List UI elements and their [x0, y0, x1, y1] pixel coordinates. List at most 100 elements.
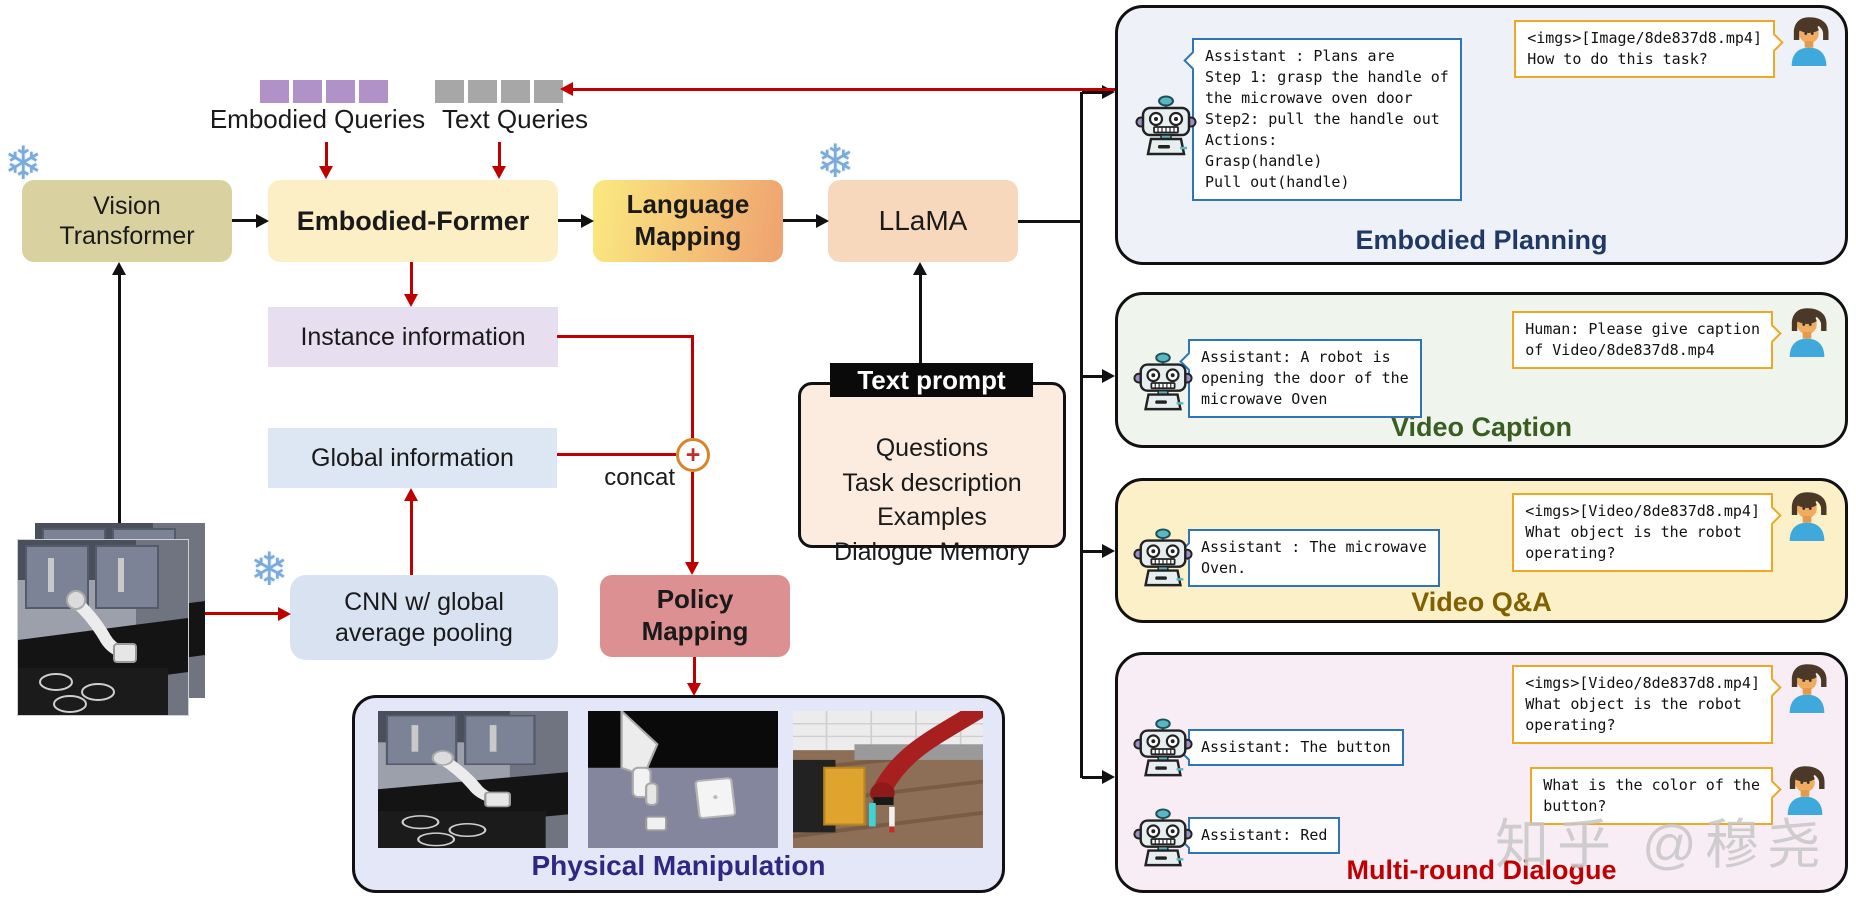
arrowhead	[256, 214, 269, 228]
policy-mapping-box: Policy Mapping	[600, 575, 790, 657]
video-caption-panel: Human: Please give caption of Video/8de8…	[1115, 292, 1848, 448]
vision-transformer-box: Vision Transformer	[22, 180, 232, 262]
concat-label: concat	[604, 464, 675, 491]
assistant-message-bubble: Assistant : The microwave Oven.	[1188, 529, 1440, 587]
arrowhead	[913, 262, 927, 275]
panel-title: Multi-round Dialogue	[1346, 855, 1617, 885]
cnn-global-pooling-box: CNN w/ global average pooling	[290, 575, 558, 660]
embodied-query-token	[359, 80, 388, 103]
text-query-token	[534, 80, 563, 103]
arrowhead	[1102, 770, 1115, 784]
line-global-to-concat	[557, 453, 676, 456]
text-query-token	[435, 80, 464, 103]
arrowhead	[319, 166, 333, 179]
multi-round-dialogue-panel: <imgs>[Video/8de837d8.mp4] What object i…	[1115, 652, 1848, 893]
text-prompt-box: Questions Task description Examples Dial…	[798, 382, 1066, 566]
robot-icon	[1135, 95, 1197, 156]
arrowhead	[278, 607, 291, 621]
feedback-line-to-text-queries	[570, 88, 1115, 91]
person-avatar-icon	[1789, 492, 1827, 541]
assistant-message-bubble: Assistant : Plans are Step 1: grasp the …	[1192, 38, 1462, 201]
robot-icon	[1133, 528, 1193, 587]
arrowhead	[1102, 544, 1115, 558]
snowflake-icon: ❄	[4, 137, 43, 189]
line-llama-to-branch	[1018, 220, 1082, 223]
video-qa-panel: <imgs>[Video/8de837d8.mp4] What object i…	[1115, 478, 1848, 623]
panel-title: Embodied Planning	[1355, 225, 1608, 255]
arrowhead	[1102, 369, 1115, 383]
arrowhead	[404, 488, 418, 501]
instance-information-box: Instance information	[268, 307, 558, 367]
llama-box: LLaMA	[828, 180, 1018, 262]
arrow-image-to-cnn	[192, 612, 280, 615]
arrow-prompt-to-llama	[919, 270, 922, 363]
robot-icon	[1133, 808, 1193, 867]
text-queries-label: Text Queries	[442, 104, 588, 134]
concat-plus-icon: +	[676, 438, 710, 472]
arrow-policy-to-manipulation	[693, 657, 696, 685]
embodied-former-box: Embodied-Former	[268, 180, 558, 262]
text-prompt-item: Task description	[842, 468, 1022, 497]
embodied-query-token	[326, 80, 355, 103]
assistant-message-bubble: Assistant: Red	[1188, 817, 1341, 854]
arrow-former-to-mapping	[558, 219, 583, 222]
snowflake-icon: ❄	[816, 135, 855, 187]
robot-icon	[1133, 352, 1193, 411]
branch-to-dialogue	[1082, 776, 1104, 779]
branch-to-planning	[1082, 91, 1104, 94]
arrowhead	[560, 82, 573, 96]
manipulation-image-gripper	[588, 711, 778, 848]
branch-to-qa	[1082, 550, 1104, 553]
arrowhead	[687, 683, 701, 696]
branch-to-caption	[1082, 375, 1104, 378]
input-image-front	[17, 539, 189, 716]
global-information-box: Global information	[268, 428, 557, 488]
text-prompt-header: Text prompt	[830, 363, 1033, 397]
line-instance-to-concat	[557, 335, 694, 338]
zhihu-watermark: 知乎 @穆尧	[1495, 815, 1829, 875]
arrowhead	[492, 166, 506, 179]
text-prompt-item: Examples	[877, 503, 987, 531]
robot-icon	[1133, 718, 1193, 777]
person-avatar-icon	[1791, 17, 1829, 66]
assistant-message-bubble: Assistant: A robot is opening the door o…	[1188, 339, 1422, 418]
user-message-bubble: <imgs>[Video/8de837d8.mp4] What object i…	[1512, 665, 1773, 744]
embodied-query-token	[260, 80, 289, 103]
user-message-bubble: <imgs>[Image/8de837d8.mp4] How to do thi…	[1514, 20, 1775, 78]
line-instance-concat-drop	[691, 335, 694, 438]
text-query-token	[468, 80, 497, 103]
branch-trunk-line	[1080, 92, 1083, 778]
arrow-vit-to-former	[232, 219, 258, 222]
text-prompt-items: Questions Task description Examples Dial…	[801, 431, 1063, 569]
user-message-bubble: Human: Please give caption of Video/8de8…	[1512, 311, 1773, 369]
text-prompt-item: Questions	[875, 434, 989, 462]
arrow-text-queries-down	[498, 142, 501, 168]
arrow-mapping-to-llama	[783, 219, 818, 222]
text-query-token	[501, 80, 530, 103]
manipulation-image-red-arm	[793, 711, 983, 848]
user-message-bubble: <imgs>[Video/8de837d8.mp4] What object i…	[1512, 493, 1773, 572]
person-avatar-icon	[1789, 664, 1827, 713]
arrowhead	[816, 214, 829, 228]
arrow-embodied-queries-down	[325, 142, 328, 168]
panel-title: Video Q&A	[1411, 587, 1552, 617]
arrowhead	[404, 294, 418, 307]
arrowhead	[112, 262, 126, 275]
user-message-bubble: What is the color of the button?	[1530, 767, 1773, 825]
language-mapping-box: Language Mapping	[593, 180, 783, 262]
assistant-message-bubble: Assistant: The button	[1188, 729, 1404, 766]
arrowhead	[581, 214, 594, 228]
arrow-image-to-vit	[118, 270, 121, 523]
text-prompt-item: Dialogue Memory	[834, 537, 1030, 566]
arrow-concat-to-policy	[691, 472, 694, 564]
arrowhead	[685, 562, 699, 575]
physical-manipulation-panel: Physical Manipulation	[352, 695, 1005, 893]
embodied-queries-label: Embodied Queries	[209, 104, 426, 134]
embodied-query-token	[293, 80, 322, 103]
person-avatar-icon	[1789, 308, 1827, 357]
embodied-planning-panel: <imgs>[Image/8de837d8.mp4] How to do thi…	[1115, 5, 1848, 265]
plus-glyph: +	[685, 440, 701, 469]
physical-manipulation-title: Physical Manipulation	[531, 850, 826, 881]
snowflake-icon: ❄	[250, 543, 289, 595]
